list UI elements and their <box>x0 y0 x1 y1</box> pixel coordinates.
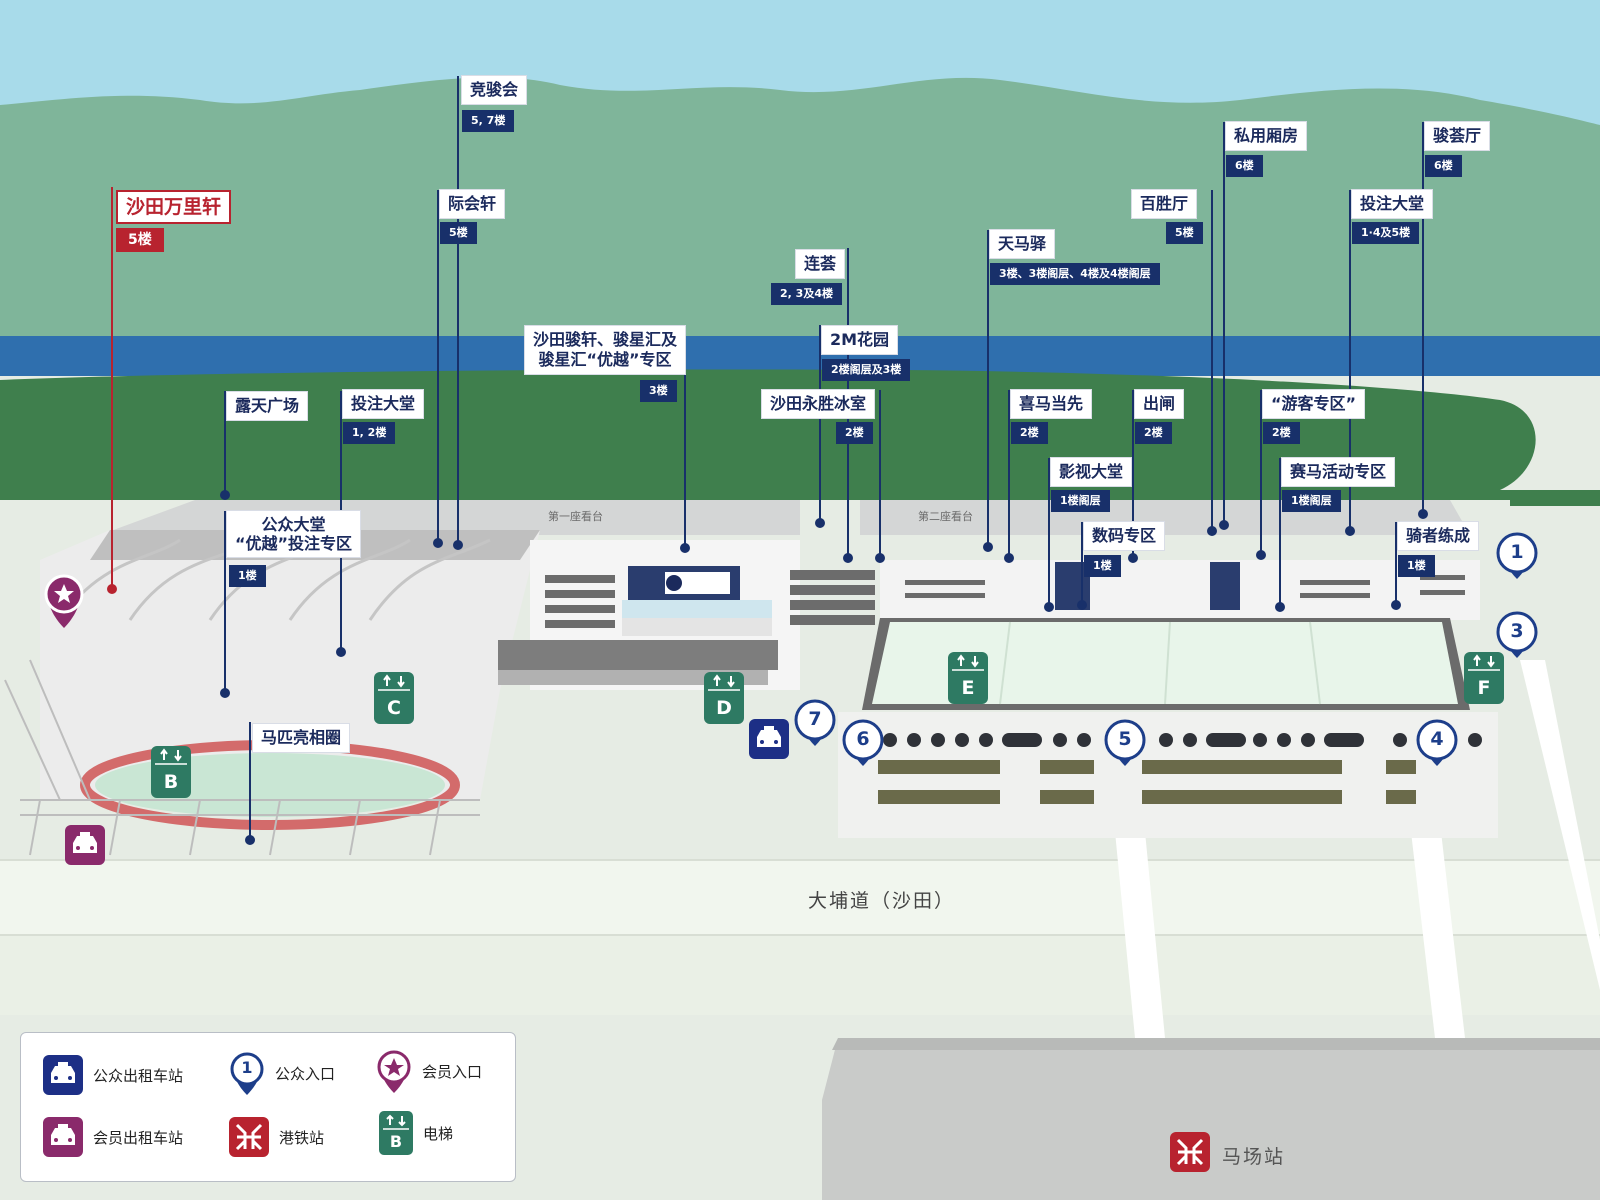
floor-tianma: 3楼、3楼阁层、4楼及4楼阁层 <box>990 263 1160 285</box>
legend-member-entrance-text: 会员入口 <box>422 1062 483 1081</box>
floor-betting-hall-a: 1, 2楼 <box>343 422 396 444</box>
label-betting-hall-a: 投注大堂 <box>343 390 424 418</box>
label-baisheng: 百胜厅 <box>1132 190 1197 218</box>
label-wingsing: 沙田永胜冰室 <box>762 390 875 418</box>
lift-b-letter: B <box>163 771 179 793</box>
entrance-5-number: 5 <box>1118 728 1132 750</box>
entrance-7-number: 7 <box>808 708 822 730</box>
legend-mtr-text: 港铁站 <box>279 1128 325 1147</box>
floor-international: 5楼 <box>440 222 477 244</box>
entrance-6-number: 6 <box>856 728 870 750</box>
member-taxi-icon <box>43 1117 83 1157</box>
lift-icon: B <box>379 1111 413 1155</box>
floor-jockey-training: 1楼 <box>1398 555 1435 577</box>
entrance-3-number: 3 <box>1510 620 1524 642</box>
label-ximadangxian: 喜马当先 <box>1011 390 1092 418</box>
legend-lift-letter: B <box>389 1132 403 1151</box>
legend-public-taxi: 公众出租车站 <box>43 1055 183 1095</box>
legend-member-taxi: 会员出租车站 <box>43 1117 183 1157</box>
label-race-activity: 赛马活动专区 <box>1282 458 1395 486</box>
floor-lianhui: 2, 3及4楼 <box>771 283 842 305</box>
mtr-icon <box>229 1117 269 1157</box>
first-stand-label: 第一座看台 <box>548 510 603 523</box>
label-garden-2m: 2M花园 <box>822 326 898 354</box>
lift-d-letter: D <box>716 697 732 719</box>
legend-public-entrance: 1 公众入口 <box>229 1051 335 1095</box>
label-parade-ring: 马匹亮相圈 <box>253 724 350 752</box>
floor-shatin-wan-li: 5楼 <box>116 228 164 252</box>
label-tianma: 天马驿 <box>990 230 1055 258</box>
label-international: 际会轩 <box>440 190 505 218</box>
label-open-plaza: 露天广场 <box>227 392 308 420</box>
floor-film-hall: 1楼阁层 <box>1051 490 1110 512</box>
floor-tourist: 2楼 <box>1263 422 1300 444</box>
road-label: 大埔道（沙田） <box>808 890 956 912</box>
legend-public-entrance-text: 公众入口 <box>275 1064 336 1083</box>
label-tourist: “游客专区” <box>1263 390 1365 418</box>
floor-public-hall: 1楼 <box>229 565 266 587</box>
floor-exit-gate: 2楼 <box>1135 422 1172 444</box>
lift-c-letter: C <box>387 697 401 719</box>
legend-member-taxi-text: 会员出租车站 <box>93 1128 184 1147</box>
legend-lift: B 电梯 <box>379 1111 453 1155</box>
floor-baisheng: 5楼 <box>1166 222 1203 244</box>
floor-jockey-club: 5, 7楼 <box>462 110 515 132</box>
entrance-pin-icon: 1 <box>229 1051 265 1095</box>
member-entrance-pin <box>44 574 84 628</box>
legend-entrance-number: 1 <box>241 1058 253 1077</box>
member-entrance-icon <box>377 1050 411 1093</box>
legend-public-taxi-text: 公众出租车站 <box>93 1066 184 1085</box>
entrance-4-number: 4 <box>1430 728 1444 750</box>
floor-ximadangxian: 2楼 <box>1011 422 1048 444</box>
label-public-hall-line2: “优越”投注专区 <box>235 534 353 553</box>
floor-betting-hall-b: 1·4及5楼 <box>1352 222 1420 244</box>
entrance-1-number: 1 <box>1510 541 1524 563</box>
label-public-hall-line1: 公众大堂 <box>261 515 326 534</box>
second-stand-label: 第二座看台 <box>918 510 973 523</box>
floor-digital: 1楼 <box>1084 555 1121 577</box>
lift-f-letter: F <box>1477 677 1491 699</box>
floor-wingsing: 2楼 <box>836 422 873 444</box>
floor-shatin-club: 3楼 <box>640 380 677 402</box>
label-betting-hall-b: 投注大堂 <box>1352 190 1433 218</box>
label-public-hall: 公众大堂 “优越”投注专区 <box>227 511 361 557</box>
legend-lift-text: 电梯 <box>423 1124 454 1143</box>
label-film-hall: 影视大堂 <box>1051 458 1132 486</box>
label-shatin-club-line2: 骏星汇“优越”专区 <box>538 350 672 369</box>
label-jockey-training: 骑者练成 <box>1398 522 1479 550</box>
label-junhui: 骏荟厅 <box>1425 122 1490 150</box>
label-shatin-club-line1: 沙田骏轩、骏星汇及 <box>533 330 678 349</box>
label-shatin-wan-li: 沙田万里轩 <box>116 190 232 224</box>
floor-race-activity: 1楼阁层 <box>1282 490 1341 512</box>
label-private-box: 私用厢房 <box>1226 122 1307 150</box>
public-taxi-icon <box>43 1055 83 1095</box>
lift-e-letter: E <box>961 677 975 699</box>
label-shatin-club: 沙田骏轩、骏星汇及 骏星汇“优越”专区 <box>525 326 686 374</box>
floor-junhui: 6楼 <box>1425 155 1462 177</box>
legend-member-entrance: 会员入口 <box>376 1049 482 1093</box>
label-lianhui: 连荟 <box>796 250 845 278</box>
label-jockey-club: 竞骏会 <box>462 76 527 104</box>
label-exit-gate: 出闸 <box>1135 390 1184 418</box>
legend-mtr: 港铁站 <box>229 1117 324 1157</box>
floor-garden-2m: 2楼阁层及3楼 <box>822 359 911 381</box>
floor-private-box: 6楼 <box>1226 155 1263 177</box>
map-legend: 公众出租车站 会员出租车站 1 公众入口 港铁站 <box>20 1032 516 1182</box>
label-digital: 数码专区 <box>1084 522 1165 550</box>
station-label: 马场站 <box>1222 1146 1286 1168</box>
